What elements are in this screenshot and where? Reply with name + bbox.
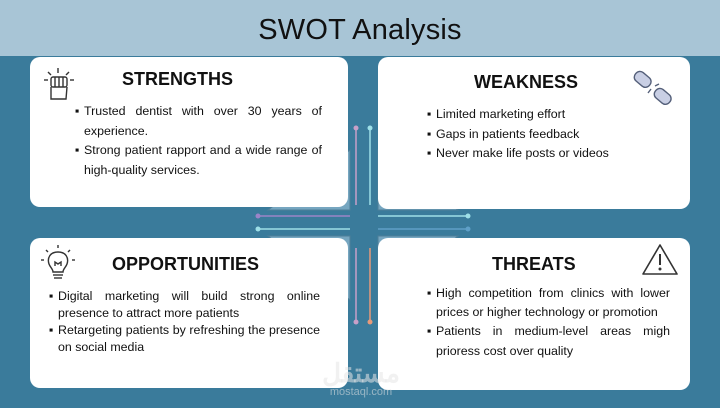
strengths-card: STRENGTHS Trusted dentist with over 30 y…: [30, 57, 348, 207]
list-item: Limited marketing effort: [427, 105, 678, 125]
lightbulb-icon: [41, 245, 75, 279]
list-item: Digital marketing will build strong onli…: [49, 288, 320, 322]
strengths-list: Trusted dentist with over 30 years of ex…: [75, 102, 322, 180]
watermark-url: mostaql.com: [329, 386, 393, 398]
threats-card: THREATS High competition from clinics wi…: [378, 238, 690, 390]
opportunities-list: Digital marketing will build strong onli…: [49, 288, 320, 356]
weakness-card: WEAKNESS Limited marketing effort Gaps i…: [378, 57, 690, 209]
raised-fist-icon: [44, 68, 74, 100]
weakness-heading: WEAKNESS: [474, 72, 579, 92]
list-item: High competition from clinics with lower…: [427, 284, 670, 322]
watermark: مستقل: [322, 358, 400, 388]
warning-icon: [642, 244, 678, 275]
strengths-heading: STRENGTHS: [122, 69, 234, 89]
threats-heading: THREATS: [492, 254, 576, 274]
list-item: Never make life posts or videos: [427, 144, 678, 164]
list-item: Trusted dentist with over 30 years of ex…: [75, 102, 322, 141]
opportunities-heading: OPPORTUNITIES: [112, 254, 260, 274]
title-bar: [0, 0, 720, 56]
list-item: Retargeting patients by refreshing the p…: [49, 322, 320, 356]
broken-chain-icon: [633, 70, 672, 106]
list-item: Patients in medium-level areas migh prio…: [427, 322, 670, 360]
threats-list: High competition from clinics with lower…: [427, 284, 670, 361]
opportunities-card: OPPORTUNITIES Digital marketing will bui…: [30, 238, 348, 388]
list-item: Strong patient rapport and a wide range …: [75, 141, 322, 180]
page-title: SWOT Analysis: [258, 14, 462, 46]
weakness-list: Limited marketing effort Gaps in patient…: [427, 105, 678, 164]
list-item: Gaps in patients feedback: [427, 125, 678, 145]
